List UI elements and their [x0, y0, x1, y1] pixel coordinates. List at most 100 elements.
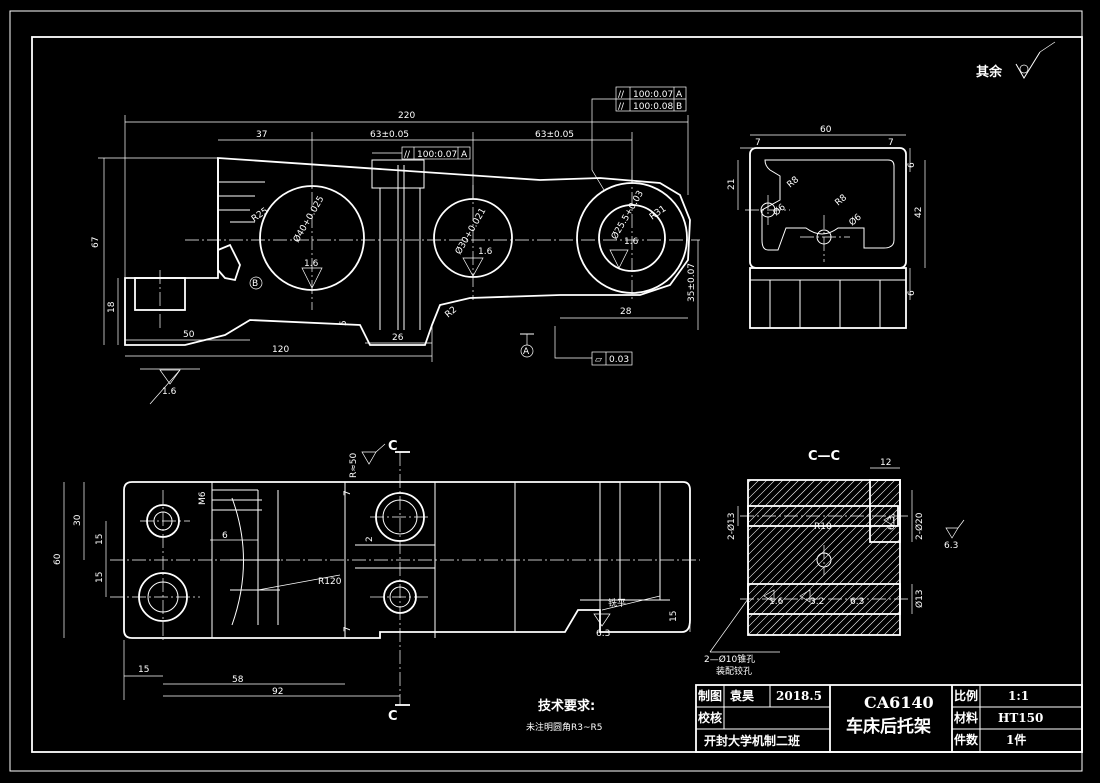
hatch-line	[867, 480, 900, 635]
tb-material-val: HT150	[998, 711, 1043, 725]
top-dim-7a: 7	[343, 490, 353, 496]
rough-top-icon: R≈50	[349, 443, 386, 478]
hatch-line	[748, 480, 789, 635]
rough-top-label: R≈50	[349, 452, 359, 478]
top-dim-r120: R120	[318, 577, 342, 587]
hatch-line	[548, 475, 708, 635]
hatch-line	[899, 480, 900, 635]
section-c-bottom: C	[388, 709, 398, 724]
hatch-line	[851, 480, 900, 635]
hatch-line	[748, 480, 805, 635]
tb-material-label: 材料	[953, 710, 978, 725]
hatch-line	[572, 475, 732, 635]
hatch-line	[835, 480, 900, 635]
hatch-line	[748, 480, 821, 635]
roughness-label: 其余	[976, 64, 1003, 80]
rough-hole2: 1.6	[478, 247, 493, 257]
section-outline	[747, 479, 901, 636]
dim-35: 35±0.07	[687, 263, 697, 302]
front-view: 1.6 1.6 1.6 220 37 63±0.05 63±0.05 67 18…	[91, 86, 700, 405]
hatch-line	[748, 480, 797, 635]
hatch-line	[748, 480, 885, 635]
dim-r31: R31	[648, 204, 668, 222]
tb-qty-val: 1件	[1006, 732, 1026, 747]
hatch-line	[924, 475, 1084, 635]
hatch-line	[819, 480, 900, 635]
sec-dim-12: 12	[880, 458, 891, 468]
tb-drawn-name: 袁昊	[729, 688, 754, 703]
hatch-line	[916, 475, 1076, 635]
hatch-line	[795, 480, 900, 635]
hatch-line	[859, 480, 900, 635]
top-view: C C 60 30 15 15 M6 6 R120 7 7 2 15 58 92…	[53, 439, 700, 724]
top-dim-92: 92	[272, 687, 283, 697]
side-dim-60: 60	[820, 125, 832, 135]
technical-notes: 技术要求: 未注明圆角R3~R5	[526, 698, 603, 733]
dim-67: 67	[91, 237, 101, 248]
top-dim-6: 6	[222, 531, 228, 541]
flatness-val: 0.03	[609, 355, 629, 365]
hatch-line	[755, 480, 900, 635]
dim-63b: 63±0.05	[535, 130, 574, 140]
dim-50: 50	[183, 330, 195, 340]
rough-flat-label: 6.3	[596, 629, 610, 639]
hatch-line	[787, 480, 900, 635]
sec-rough-right-icon: 6.3	[944, 519, 965, 551]
tolerance-frame-2: // 100:0.07 A // 100:0.08 B	[591, 86, 687, 191]
side-dim-r8b: R8	[834, 193, 850, 209]
tb-scale-val: 1:1	[1008, 689, 1029, 703]
side-dim-21: 21	[727, 179, 737, 190]
top-dim-15-right: 15	[669, 611, 679, 622]
hatch-line	[843, 480, 900, 635]
dim-120: 120	[272, 345, 289, 355]
section-view: C—C 12 2-Ø13 2-Ø20 6.3 R10 Ø13 1.6 3.2 6…	[548, 449, 1092, 677]
rough-hole1: 1.6	[304, 259, 319, 269]
hatch-line	[748, 480, 781, 635]
notes-line1: 未注明圆角R3~R5	[526, 721, 603, 733]
dim-220: 220	[398, 111, 415, 121]
side-dim-6a: 6	[907, 162, 917, 168]
hatch-line	[748, 480, 765, 635]
sec-rough-16: 1.6	[769, 597, 784, 607]
hatch-line	[748, 480, 749, 635]
hatch-line	[803, 480, 900, 635]
hatch-line	[771, 480, 900, 635]
sec-dim-13a: 2-Ø13	[726, 512, 737, 540]
dim-r2: R2	[444, 305, 460, 320]
tol2b-ref: B	[676, 102, 682, 112]
datum-b-label: B	[252, 279, 258, 289]
top-dim-15a: 15	[95, 534, 105, 545]
top-dim-15b: 15	[95, 572, 105, 583]
dim-26: 26	[392, 333, 404, 343]
flatness-frame: ▱ 0.03	[554, 326, 633, 366]
tol2a-sym: //	[618, 90, 625, 100]
rough-hole3: 1.6	[624, 237, 639, 247]
rough-flat-icon: 6.3 铣平	[593, 595, 661, 639]
section-hatch	[548, 475, 1092, 635]
top-dim-7b: 7	[343, 626, 353, 632]
side-dim-r8a: R8	[786, 175, 802, 191]
top-dim-60: 60	[53, 553, 63, 565]
hatch-line	[748, 480, 869, 635]
hatch-line	[932, 475, 1092, 635]
top-dim-15b-bottom: 15	[138, 665, 149, 675]
hatch-line	[748, 480, 829, 635]
hatch-line	[811, 480, 900, 635]
tol1-val: 100:0.07	[417, 150, 457, 160]
sec-rough-32: 3.2	[810, 597, 824, 607]
tb-part-name: 车床后托架	[846, 716, 931, 737]
hatch-line	[908, 475, 1068, 635]
sec-dim-r10: R10	[814, 522, 832, 532]
front-outline	[124, 157, 691, 346]
hatch-line	[556, 475, 716, 635]
sec-callout-1: 2—Ø10锥孔	[704, 653, 755, 665]
hatch-line	[748, 480, 813, 635]
side-view: 60 7 7 21 42 6 6 R8 R8 Ø6 Ø6	[727, 125, 926, 329]
sheet-border-inner	[31, 36, 1083, 753]
top-dim-m6: M6	[198, 491, 208, 505]
side-dim-6b: 6	[907, 290, 917, 296]
top-dim-30: 30	[73, 514, 83, 526]
dim-hole25: Ø25.5+0.03	[609, 189, 646, 242]
hatch-line	[748, 480, 877, 635]
hatch-line	[748, 480, 837, 635]
